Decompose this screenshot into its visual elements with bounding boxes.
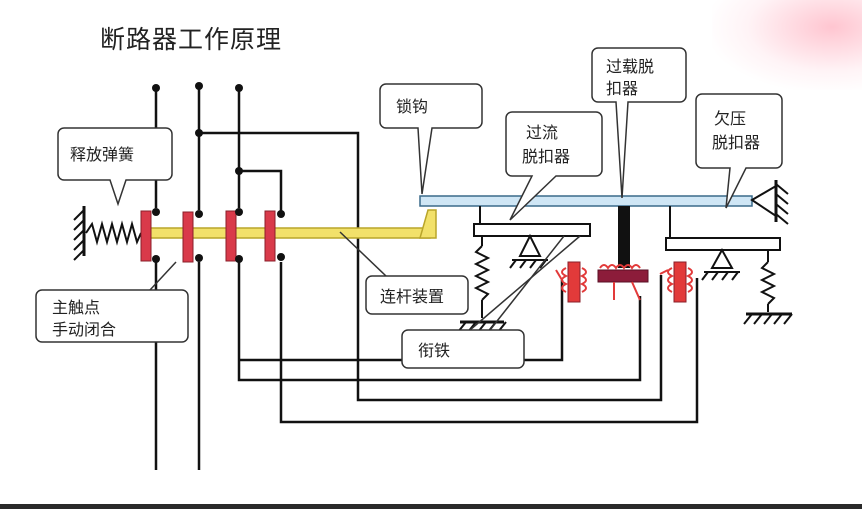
label-undervoltage-2: 脱扣器 (712, 133, 760, 152)
label-linkage: 连杆装置 (380, 287, 444, 306)
release-spring (73, 206, 142, 261)
latch-pivot (750, 180, 789, 225)
label-overcurrent-1: 过流 (526, 123, 558, 142)
label-latch-hook: 锁钩 (396, 97, 428, 116)
callout-linkage (365, 275, 469, 315)
label-release-spring: 释放弹簧 (70, 145, 134, 164)
callout-overload (591, 47, 687, 199)
undervoltage-coil (659, 261, 693, 303)
overcurrent-armature (457, 206, 591, 333)
wire-overload (199, 131, 663, 402)
wire-overload-coil (237, 296, 642, 382)
main-contact-1 (140, 210, 152, 262)
wire-contact4-top (239, 169, 283, 212)
overload-element (597, 206, 649, 301)
main-contact-2 (182, 211, 194, 263)
diagram-title: 断路器工作原理 (100, 25, 283, 54)
label-undervoltage-1: 欠压 (714, 109, 746, 128)
callout-texts: 释放弹簧 主触点 手动闭合 锁钩 过流 脱扣器 过载脱 扣器 欠压 脱扣器 连杆… (52, 57, 760, 360)
label-main-contacts-1: 主触点 (52, 298, 100, 317)
callout-latch-hook (379, 83, 483, 195)
wire-undervoltage (279, 262, 699, 424)
terminal-dots (152, 82, 285, 263)
bottom-edge-bar (0, 504, 862, 509)
callout-release-spring (57, 127, 173, 207)
callout-armature (401, 329, 525, 369)
callout-undervoltage (695, 93, 783, 209)
callout-overcurrent (505, 111, 603, 221)
label-overload-1: 过载脱 (606, 57, 654, 76)
linkage-hook-end (419, 209, 437, 239)
main-contacts (140, 210, 276, 263)
callouts (35, 47, 783, 369)
overcurrent-coil (555, 261, 587, 303)
latch-bar (419, 195, 753, 207)
label-overcurrent-2: 脱扣器 (522, 147, 570, 166)
screen-glare (712, 0, 862, 90)
undervoltage-armature (665, 206, 793, 325)
main-contact-3 (225, 210, 237, 262)
label-main-contacts-2: 手动闭合 (52, 320, 116, 339)
main-contact-4 (264, 210, 276, 262)
label-armature: 衔铁 (418, 341, 450, 360)
label-overload-2: 扣器 (606, 79, 638, 98)
callout-main-contacts (35, 289, 189, 343)
